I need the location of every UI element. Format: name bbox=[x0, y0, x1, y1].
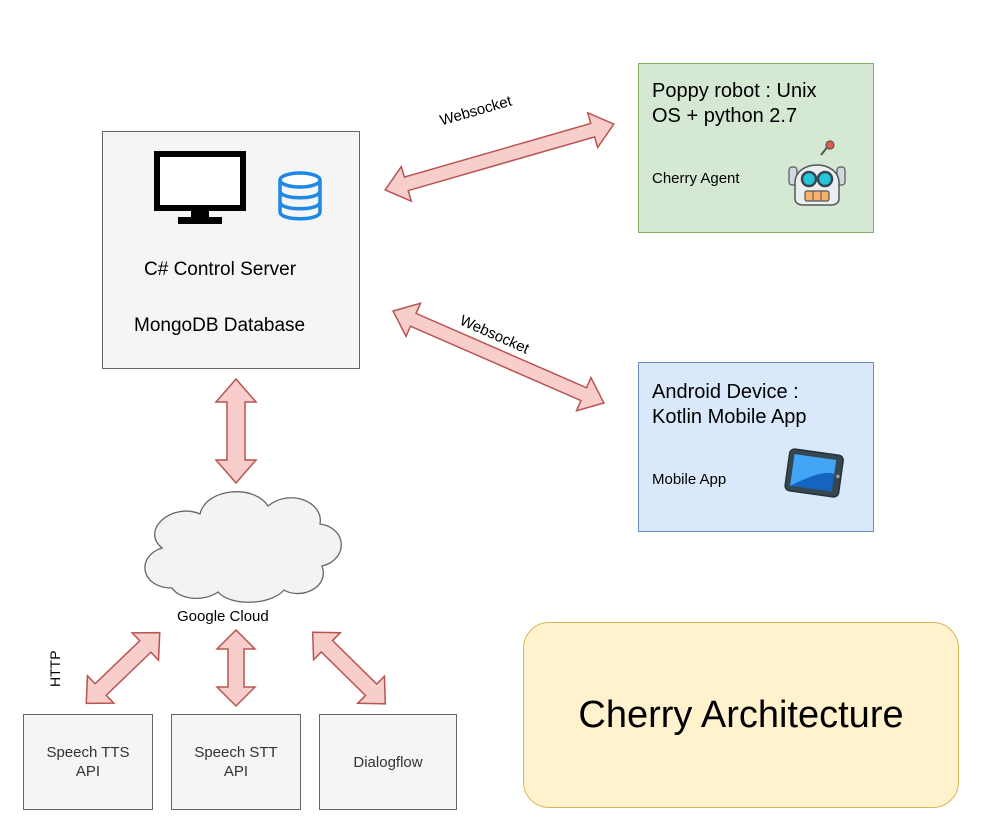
android-device-node: Android Device : Kotlin Mobile App Mobil… bbox=[638, 362, 874, 532]
database-label: MongoDB Database bbox=[134, 315, 306, 336]
tts-label-line1: Speech TTS bbox=[46, 744, 130, 761]
control-server-node: C# Control Server MongoDB Database bbox=[102, 131, 360, 369]
cloud-tts-arrow bbox=[85, 631, 161, 705]
stt-label-line1: Speech STT bbox=[194, 744, 278, 761]
stt-label-line2: API bbox=[223, 763, 249, 780]
cloud-dialogflow-arrow bbox=[311, 631, 387, 705]
robot-title-line1: Poppy robot : Unix bbox=[652, 80, 817, 102]
robot-icon bbox=[788, 140, 846, 206]
robot-subtitle: Cherry Agent bbox=[652, 170, 740, 187]
server-label: C# Control Server bbox=[144, 259, 297, 280]
cloud-stt-arrow bbox=[215, 628, 257, 708]
monitor-icon bbox=[154, 151, 246, 224]
android-subtitle: Mobile App bbox=[652, 471, 727, 488]
websocket-arrow-robot bbox=[384, 111, 615, 203]
server-cloud-arrow bbox=[214, 377, 258, 485]
dialogflow-node: Dialogflow bbox=[319, 714, 457, 810]
google-cloud-label: Google Cloud bbox=[177, 608, 269, 625]
android-title-line1: Android Device : bbox=[652, 381, 799, 403]
websocket-arrow-android bbox=[392, 302, 605, 412]
robot-title-line2: OS + python 2.7 bbox=[652, 105, 798, 127]
title-box: Cherry Architecture bbox=[523, 622, 959, 808]
cloud-icon bbox=[144, 491, 342, 603]
database-icon bbox=[278, 171, 322, 221]
poppy-robot-node: Poppy robot : Unix OS + python 2.7 Cherr… bbox=[638, 63, 874, 233]
speech-stt-api-node: Speech STT API bbox=[171, 714, 301, 810]
android-title-line2: Kotlin Mobile App bbox=[652, 406, 807, 428]
http-label: HTTP bbox=[47, 650, 63, 687]
tts-label-line2: API bbox=[75, 763, 101, 780]
dialogflow-label: Dialogflow bbox=[353, 753, 423, 771]
speech-tts-api-node: Speech TTS API bbox=[23, 714, 153, 810]
tablet-icon bbox=[784, 448, 844, 498]
diagram-title: Cherry Architecture bbox=[578, 693, 904, 736]
